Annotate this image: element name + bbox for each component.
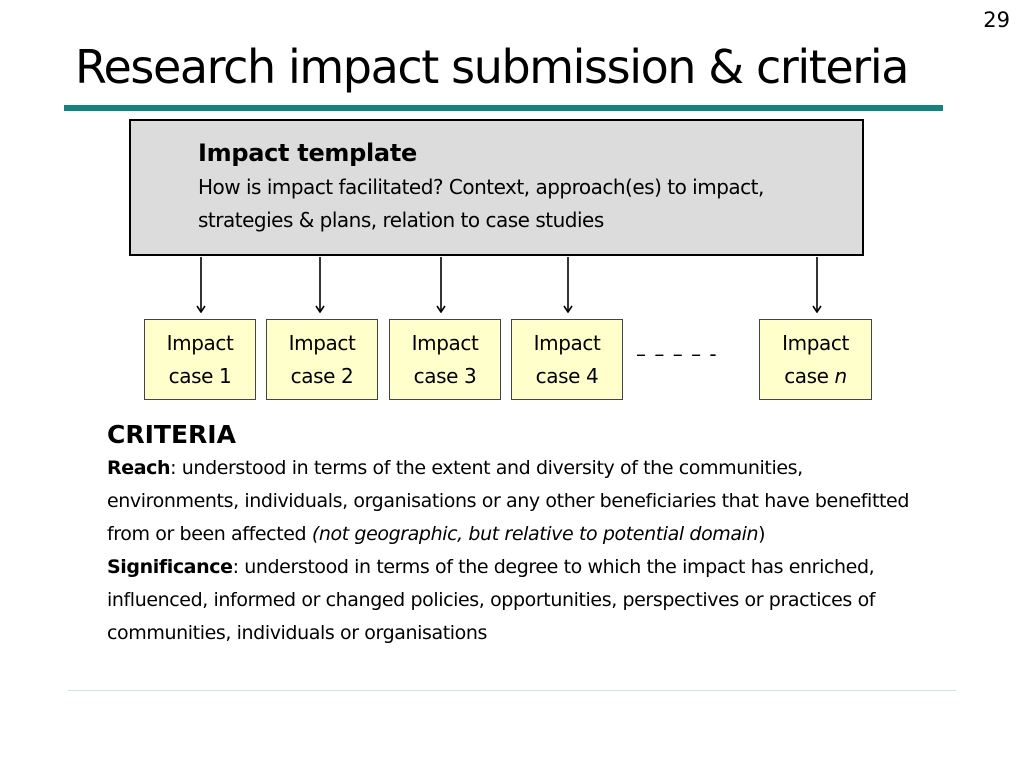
impact-case-4: Impact case 4: [511, 319, 623, 400]
criteria-heading: CRITERIA: [107, 420, 236, 449]
slide-number: 29: [983, 8, 1010, 32]
case-label-line2: case 4: [535, 363, 599, 388]
case-label-line1: Impact: [411, 330, 479, 355]
footer-rule: [68, 690, 956, 691]
case-label-line1: Impact: [782, 330, 849, 355]
impact-case-3: Impact case 3: [389, 319, 501, 400]
case-variable-n: n: [834, 363, 848, 388]
impact-case-1: Impact case 1: [144, 319, 256, 400]
reach-text: : understood in terms of the extent and …: [107, 457, 909, 545]
case-label-line1: Impact: [166, 330, 234, 355]
reach-close: ): [758, 523, 766, 545]
case-label-line2: case 1: [168, 363, 232, 388]
reach-note: (not geographic, but relative to potenti…: [311, 523, 759, 545]
impact-case-n: Impact case n: [759, 319, 872, 400]
case-label-line2: case 2: [290, 363, 354, 388]
significance-paragraph: Significance: understood in terms of the…: [107, 551, 937, 650]
continuation-dashes: – – – – -: [636, 342, 718, 366]
case-label-line1: Impact: [288, 330, 356, 355]
significance-label: Significance: [107, 556, 233, 578]
slide-title: Research impact submission & criteria: [75, 40, 909, 94]
impact-template-heading: Impact template: [198, 139, 417, 167]
case-label-line1: Impact: [533, 330, 601, 355]
case-label-line2: case 3: [413, 363, 477, 388]
significance-text: : understood in terms of the degree to w…: [107, 556, 876, 644]
impact-template-description: How is impact facilitated? Context, appr…: [198, 175, 764, 232]
case-label-prefix: case: [784, 363, 835, 388]
case-label-line2: case n: [784, 360, 847, 393]
reach-label: Reach: [107, 457, 171, 479]
criteria-section: CRITERIA Reach: understood in terms of t…: [107, 418, 937, 650]
reach-paragraph: Reach: understood in terms of the extent…: [107, 452, 937, 551]
impact-template-box: Impact template How is impact facilitate…: [129, 119, 864, 256]
title-underline: [64, 105, 943, 111]
impact-case-2: Impact case 2: [266, 319, 378, 400]
